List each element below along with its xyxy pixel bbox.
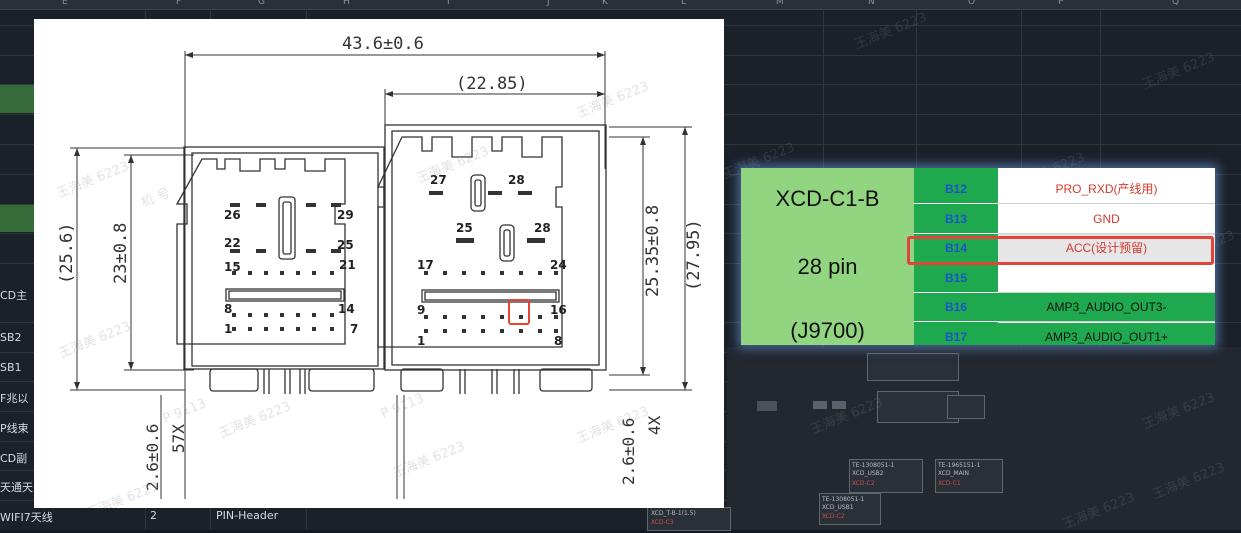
cell-quantity[interactable]: 2 bbox=[150, 509, 157, 522]
schematic-label: TE-1308051-1 bbox=[822, 496, 865, 503]
dim-pin-length-right: 2.6±0.6 bbox=[619, 418, 638, 485]
row-label-usb2[interactable]: SB2 bbox=[0, 331, 22, 344]
schematic-label: XCD_MAIN bbox=[938, 470, 970, 477]
pin-label: 28 bbox=[534, 221, 551, 235]
signal-cell[interactable]: PRO_RXD(产线用) bbox=[998, 175, 1215, 204]
pin-number-cell[interactable]: B17 bbox=[914, 323, 998, 345]
connector-drawing-svg: 43.6±0.6 (22.85) (25.6) 23±0.8 25.35±0.8… bbox=[57, 34, 704, 499]
col-header-n[interactable]: N bbox=[868, 0, 875, 7]
schematic-component bbox=[832, 401, 846, 409]
dim-overall-width: 43.6±0.6 bbox=[342, 34, 424, 54]
pin-definition-panel: XCD-C1-B 28 pin (J9700) B12 B13 B14 B15 … bbox=[741, 168, 1215, 345]
schematic-label: XCD_USB1 bbox=[822, 504, 854, 511]
col-header-g[interactable]: G bbox=[258, 0, 265, 7]
row-label-xcd-main[interactable]: CD主 bbox=[0, 289, 28, 302]
connector-info-cell: XCD-C1-B 28 pin (J9700) bbox=[741, 168, 914, 345]
signal-cell[interactable]: GND bbox=[998, 205, 1215, 234]
dim-left-inner-height: 23±0.8 bbox=[111, 223, 131, 284]
schematic-block-xcd-c1: TE-1965151-1 XCD_MAIN XCD-C1 bbox=[935, 459, 1003, 493]
signal-highlight-box bbox=[907, 236, 1214, 265]
pin-label: 9 bbox=[417, 303, 425, 317]
schematic-label: TE-1308051-1 bbox=[852, 462, 895, 469]
watermark-text: 王海美 6223 bbox=[852, 10, 930, 53]
dim-right-outer-height: (27.95) bbox=[684, 219, 704, 291]
schematic-label: TE-1965151-1 bbox=[938, 462, 981, 469]
schematic-label: XCD-C1 bbox=[938, 480, 961, 487]
pin-number-cell[interactable]: B13 bbox=[914, 205, 998, 234]
row-label-p-harness[interactable]: P线束 bbox=[0, 422, 29, 435]
schematic-label: XCD_USB2 bbox=[852, 470, 884, 477]
col-header-p[interactable]: P bbox=[1058, 0, 1064, 7]
col-header-q[interactable]: Q bbox=[1172, 0, 1180, 7]
green-cell bbox=[0, 205, 34, 232]
pin-label: 29 bbox=[337, 208, 354, 222]
connector-name: XCD-C1-B bbox=[775, 186, 880, 211]
schematic-label: XCD-C3 bbox=[651, 519, 674, 526]
signal-cell[interactable]: AMP3_AUDIO_OUT1+ bbox=[998, 323, 1215, 345]
pin-label: 14 bbox=[338, 302, 355, 316]
col-header-j[interactable]: J bbox=[547, 0, 550, 7]
pin-label: 26 bbox=[224, 208, 241, 222]
row-label-usb1[interactable]: SB1 bbox=[0, 361, 22, 374]
col-header-h[interactable]: H bbox=[343, 0, 350, 7]
cell-type[interactable]: PIN-Header bbox=[216, 509, 279, 522]
col-header-i[interactable]: I bbox=[447, 0, 450, 7]
pin-label: 1 bbox=[224, 322, 232, 336]
schematic-block bbox=[947, 395, 985, 419]
pin-number-cell[interactable]: B12 bbox=[914, 175, 998, 204]
connector-pin-count: 28 pin bbox=[797, 254, 858, 279]
pin-label: 28 bbox=[508, 173, 525, 187]
col-header-e[interactable]: E bbox=[62, 0, 68, 7]
pin-number-cell[interactable]: B15 bbox=[914, 264, 998, 293]
col-header-m[interactable]: M bbox=[776, 0, 784, 7]
pin-label: 17 bbox=[417, 258, 434, 272]
pin-label: 24 bbox=[550, 258, 567, 272]
pin-label: 8 bbox=[224, 302, 232, 316]
schematic-thumbnail: TE-1308051-1 XCD_USB2 XCD-C2 TE-1965151-… bbox=[647, 347, 1241, 531]
schematic-component bbox=[757, 401, 777, 411]
connector-drawing-image: 43.6±0.6 (22.85) (25.6) 23±0.8 25.35±0.8… bbox=[34, 19, 724, 508]
schematic-block-xcd-c2: TE-1308051-1 XCD_USB2 XCD-C2 bbox=[849, 459, 923, 493]
pin-label: 1 bbox=[417, 334, 425, 348]
pin-label: 25 bbox=[337, 238, 354, 252]
column-header-bar: E F G H I J K L M N O P Q bbox=[0, 0, 1241, 10]
schematic-component bbox=[813, 401, 827, 409]
dim-pin-count-right: 4X bbox=[645, 415, 664, 435]
connector-ref: (J9700) bbox=[790, 318, 865, 343]
dim-pin-count-left: 57X bbox=[169, 424, 188, 453]
col-header-l[interactable]: L bbox=[681, 0, 687, 7]
signal-cell[interactable]: AMP3_AUDIO_OUT3- bbox=[998, 293, 1215, 322]
col-header-f[interactable]: F bbox=[176, 0, 182, 7]
schematic-label: XCD-C2 bbox=[852, 480, 875, 487]
schematic-label: XCD-C2 bbox=[822, 513, 845, 520]
pin-label: 25 bbox=[456, 221, 473, 235]
pin-highlight-box bbox=[508, 299, 530, 325]
pin-label: 8 bbox=[554, 334, 562, 348]
pin-label: 27 bbox=[430, 173, 447, 187]
row-label-xcd-sub[interactable]: CD副 bbox=[0, 452, 28, 465]
signal-cell[interactable] bbox=[998, 264, 1215, 293]
pin-label: 22 bbox=[224, 236, 241, 250]
row-label-wifi7[interactable]: WIFI7天线 bbox=[0, 511, 53, 524]
pin-label: 7 bbox=[350, 322, 358, 336]
col-header-o[interactable]: O bbox=[968, 0, 976, 7]
row-label-gigabit[interactable]: F兆以 bbox=[0, 392, 29, 405]
pin-label: 21 bbox=[339, 258, 356, 272]
dim-right-width: (22.85) bbox=[456, 74, 528, 94]
schematic-block-xcd-usb1: TE-1308051-1 XCD_USB1 XCD-C2 bbox=[819, 493, 881, 525]
schematic-label: XCD_T-B-1(1.5) bbox=[651, 510, 696, 517]
pin-label: 16 bbox=[550, 303, 567, 317]
watermark-text: 王海美 6223 bbox=[1140, 50, 1218, 93]
row-label-tiantong[interactable]: 天通天 bbox=[0, 481, 33, 494]
schematic-block bbox=[867, 353, 959, 381]
dim-right-inner-height: 25.35±0.8 bbox=[643, 205, 663, 297]
pin-number-column: B12 B13 B14 B15 B16 B17 bbox=[914, 168, 998, 345]
dim-pin-length-left: 2.6±0.6 bbox=[143, 424, 162, 491]
green-cell bbox=[0, 85, 34, 113]
pin-number-cell[interactable]: B16 bbox=[914, 293, 998, 322]
col-header-k[interactable]: K bbox=[602, 0, 608, 7]
pin-label: 15 bbox=[224, 260, 241, 274]
dim-left-outer-height: (25.6) bbox=[57, 223, 77, 284]
